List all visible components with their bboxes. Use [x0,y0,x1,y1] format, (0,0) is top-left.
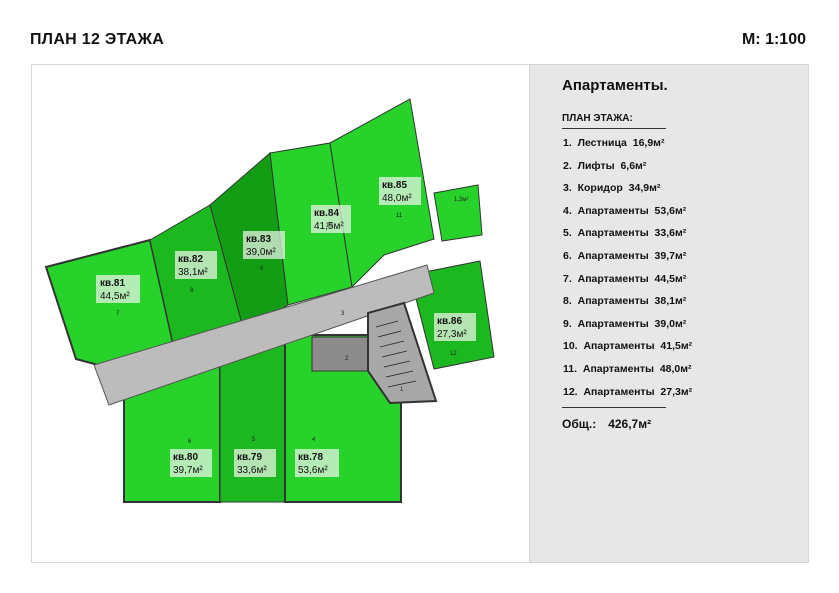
list-item: 1. Лестница 16,9м² [563,137,665,149]
list-item: 11. Апартаменты 48,0м² [563,362,692,375]
svg-text:12: 12 [450,351,457,357]
svg-text:кв.82: кв.82 [178,254,203,265]
apt-label-79: кв.79 33,6м² 5 [234,437,276,477]
apt-label-85: кв.85 48,0м² 11 [379,177,421,219]
svg-text:кв.83: кв.83 [246,234,271,245]
svg-text:7: 7 [116,311,120,317]
lifts-marker: 2 [345,356,349,362]
list-item: 10. Апартаменты 41,5м² [563,340,693,353]
svg-text:53,6м²: 53,6м² [298,465,328,476]
svg-text:8: 8 [190,288,194,294]
svg-text:кв.86: кв.86 [437,316,462,327]
svg-text:кв.80: кв.80 [173,452,198,463]
svg-text:кв.84: кв.84 [314,208,339,219]
apt-label-78: кв.78 53,6м² 4 [295,437,339,477]
floor-plan-drawing: кв.81 44,5м² 7 кв.82 38,1м² 8 кв.83 39,0… [44,98,495,503]
svg-text:10: 10 [326,223,333,229]
svg-text:39,0м²: 39,0м² [246,247,276,258]
balcony-marker: 1,3м² [454,197,468,203]
svg-text:5: 5 [252,437,256,443]
svg-text:48,0м²: 48,0м² [382,193,412,204]
svg-text:41,5м²: 41,5м² [314,221,344,232]
page-title: ПЛАН 12 ЭТАЖА [30,31,165,48]
apt-label-81: кв.81 44,5м² 7 [96,275,140,317]
list-item: 12. Апартаменты 27,3м² [563,385,693,398]
divider [562,407,666,408]
corridor-marker: 3 [341,311,345,317]
apt-label-86: кв.86 27,3м² 12 [434,313,476,357]
stairs-marker: 1 [400,387,404,393]
list-item: 8. Апартаменты 38,1м² [563,295,687,308]
apt-label-83: кв.83 39,0м² 9 [243,231,285,272]
floor-plan: кв.81 44,5м² 7 кв.82 38,1м² 8 кв.83 39,0… [31,64,530,563]
svg-text:9: 9 [260,266,264,272]
divider [562,128,666,129]
list-item: 5. Апартаменты 33,6м² [563,227,687,240]
svg-text:39,7м²: 39,7м² [173,465,203,476]
total-value: 426,7м² [608,417,652,431]
stair-steps [375,320,417,388]
svg-text:44,5м²: 44,5м² [100,291,130,302]
list-item: 2. Лифты 6,6м² [563,159,647,172]
corridor-shape [93,264,435,406]
list-item: 3. Коридор 34,9м² [563,182,661,195]
stairs-shape [367,301,438,405]
apt-label-84: кв.84 41,5м² 10 [311,205,351,233]
room-list: 1. Лестница 16,9м² 2. Лифты 6,6м² 3. Кор… [563,137,692,408]
apt-label-80: кв.80 39,7м² 6 [170,439,212,477]
svg-text:33,6м²: 33,6м² [237,465,267,476]
svg-text:38,1м²: 38,1м² [178,267,208,278]
list-item: 7. Апартаменты 44,5м² [563,272,687,285]
svg-text:кв.79: кв.79 [237,452,262,463]
svg-text:кв.85: кв.85 [382,180,407,191]
panel-title: Апартаменты. [562,77,668,94]
svg-text:27,3м²: 27,3м² [437,329,467,340]
svg-text:11: 11 [396,213,403,219]
svg-text:кв.81: кв.81 [100,278,125,289]
total-label: Общ.: [562,417,597,431]
svg-text:4: 4 [312,437,316,443]
svg-text:кв.78: кв.78 [298,452,323,463]
lifts-shape [311,336,369,372]
legend-panel: Апартаменты. ПЛАН ЭТАЖА: 1. Лестница 16,… [529,64,809,563]
list-item: 4. Апартаменты 53,6м² [563,204,687,217]
list-item: 6. Апартаменты 39,7м² [563,249,687,262]
total-area: Общ.: 426,7м² [562,417,651,431]
scale-label: М: 1:100 [741,31,806,48]
balcony-shape [433,184,483,242]
apt-79-shape [219,344,286,503]
svg-text:6: 6 [188,439,192,445]
list-item: 9. Апартаменты 39,0м² [563,317,687,330]
panel-subtitle: ПЛАН ЭТАЖА: [562,113,633,124]
apt-label-82: кв.82 38,1м² 8 [175,251,217,294]
